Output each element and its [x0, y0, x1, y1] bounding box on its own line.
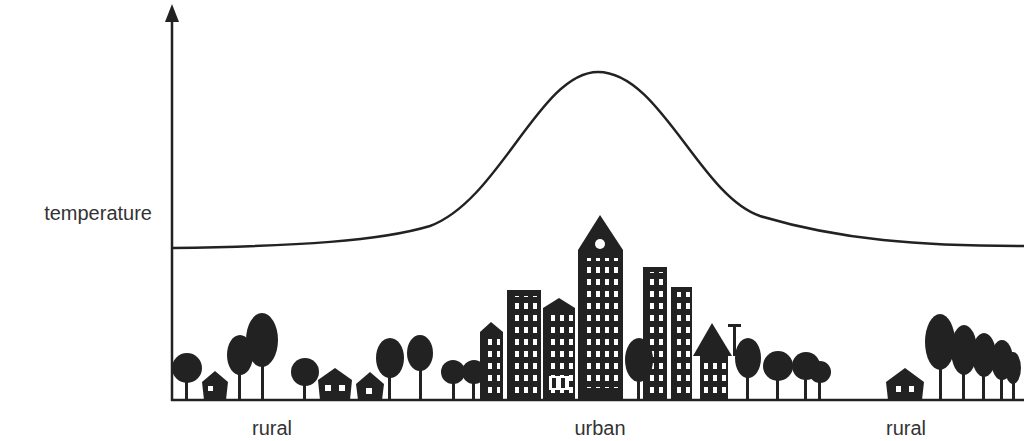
- region-label: urban: [574, 418, 625, 438]
- city-buildings: [480, 215, 741, 400]
- axis-arrow: [165, 4, 179, 22]
- axis-label: temperature: [44, 203, 152, 223]
- region-label: rural: [252, 418, 292, 438]
- region-label: rural: [886, 418, 926, 438]
- trees: [172, 313, 1021, 400]
- axes: [171, 14, 1024, 401]
